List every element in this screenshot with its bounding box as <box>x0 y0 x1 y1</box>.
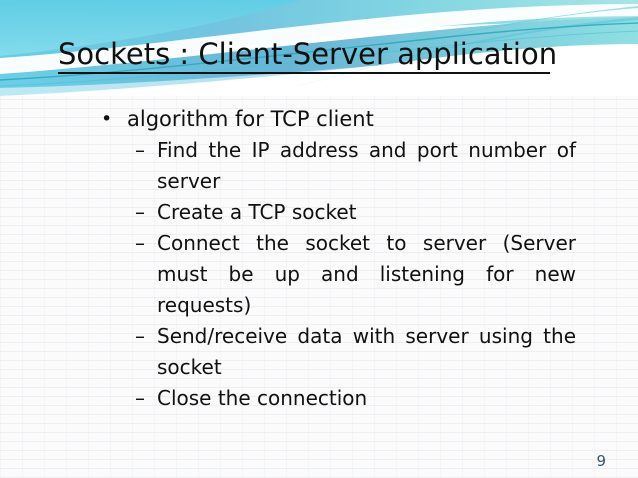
bullet-item-level2: –Find the IP address and port number of … <box>0 135 638 197</box>
bullet-item-level2: –Close the connection <box>0 383 638 414</box>
slide-body: •algorithm for TCP client–Find the IP ad… <box>0 104 638 414</box>
dash-marker-icon: – <box>135 324 145 348</box>
bullet-marker-icon: • <box>101 108 113 130</box>
bullet-text: Close the connection <box>157 386 368 410</box>
bullet-text: Send/receive data with server using the … <box>157 324 576 379</box>
bullet-text: Connect the socket to server (Server mus… <box>157 231 576 317</box>
bullet-item-level2: –Connect the socket to server (Server mu… <box>0 228 638 321</box>
bullet-text: Create a TCP socket <box>157 200 357 224</box>
dash-marker-icon: – <box>135 138 145 162</box>
dash-marker-icon: – <box>135 200 145 224</box>
dash-marker-icon: – <box>135 386 145 410</box>
page-number: 9 <box>596 452 606 470</box>
bullet-text: algorithm for TCP client <box>127 107 374 131</box>
dash-marker-icon: – <box>135 231 145 255</box>
bullet-item-level2: –Create a TCP socket <box>0 197 638 228</box>
page-title-underline <box>58 72 550 74</box>
bullet-item-level2: –Send/receive data with server using the… <box>0 321 638 383</box>
page-title: Sockets : Client-Server application <box>58 37 558 71</box>
bullet-item-level1: • algorithm for TCP client <box>0 104 638 135</box>
bullet-text: Find the IP address and port number of s… <box>157 138 576 193</box>
